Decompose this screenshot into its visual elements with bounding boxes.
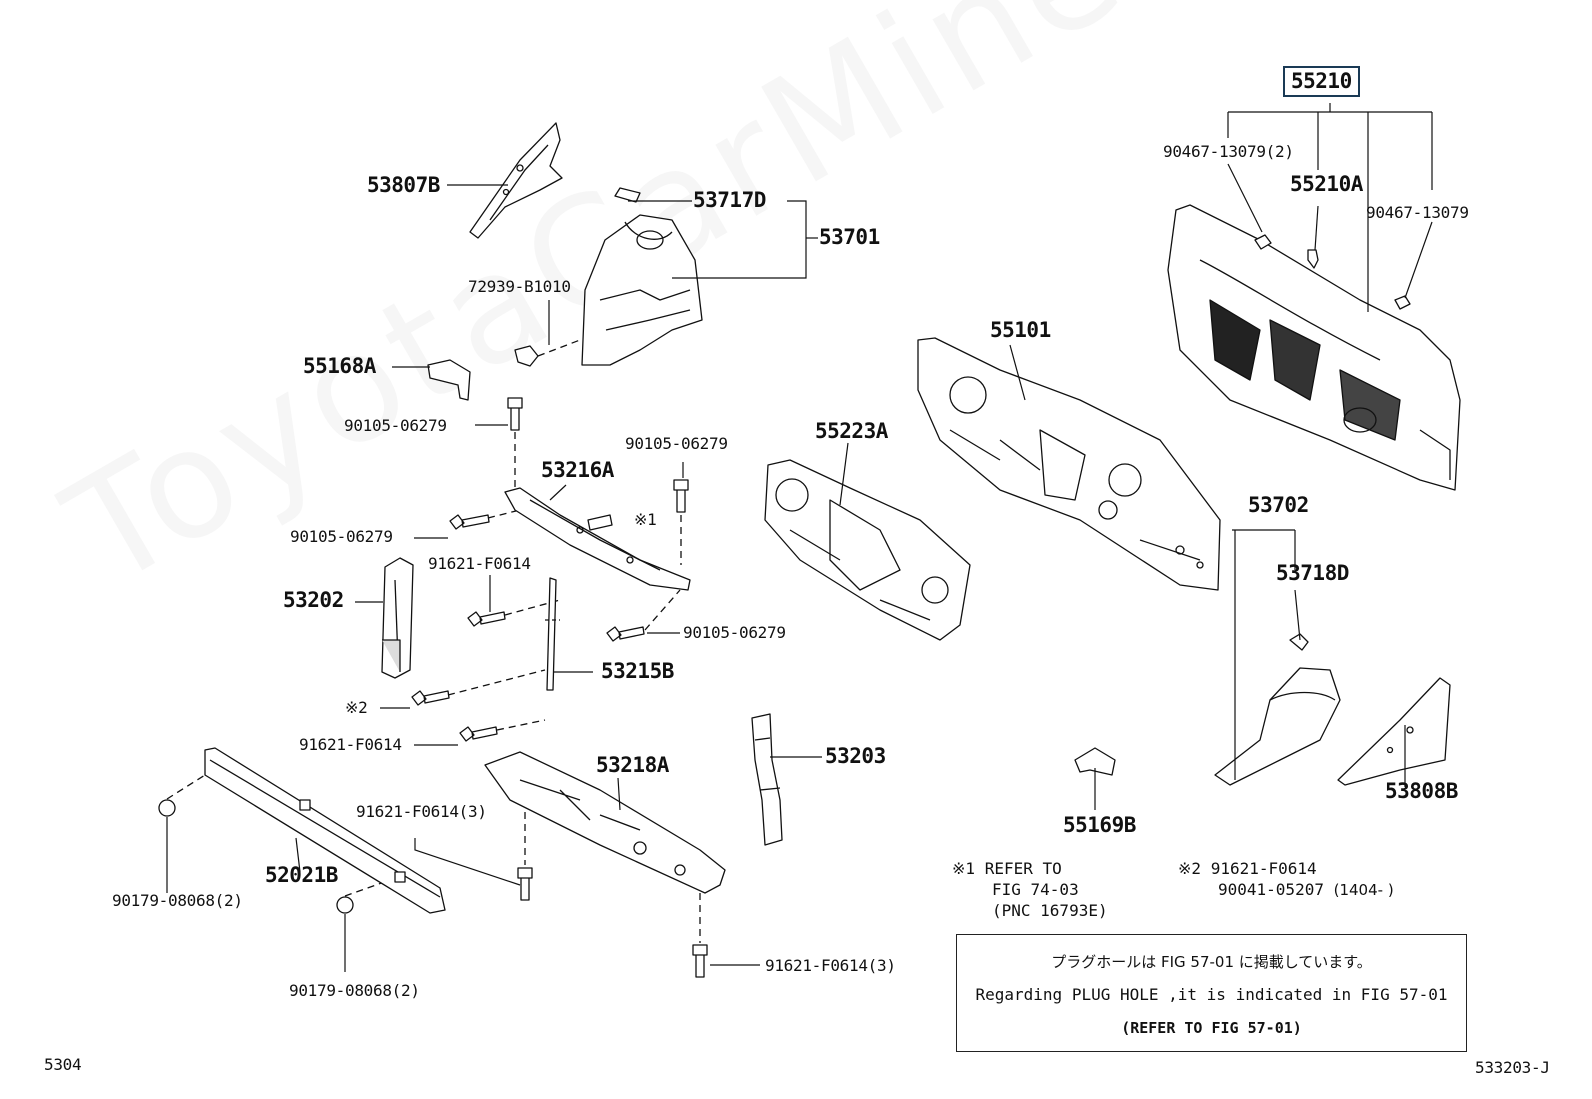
part-number-55169b[interactable]: 55169B	[1063, 813, 1136, 837]
note-2-line-1[interactable]: 91621-F0614	[1210, 859, 1317, 878]
part-number-91621-f0614-3-b[interactable]: 91621-F0614(3)	[765, 956, 896, 975]
leader-lines	[166, 103, 1433, 972]
note-1-line-3: (PNC 16793E)	[992, 901, 1108, 920]
part-number-55210[interactable]: 55210	[1283, 66, 1360, 97]
part-53203-drawing	[751, 713, 783, 846]
part-53216a-drawing	[504, 487, 691, 591]
part-number-53807b[interactable]: 53807B	[367, 173, 440, 197]
note-reference-1: ※1 REFER TO FIG 74-03 (PNC 16793E)	[952, 858, 1108, 921]
part-number-53717d[interactable]: 53717D	[693, 188, 766, 212]
part-number-53718d[interactable]: 53718D	[1276, 561, 1349, 585]
part-53218a-drawing	[484, 751, 726, 894]
part-number-90467-13079-2[interactable]: 90467-13079(2)	[1163, 142, 1294, 161]
part-53808b-drawing	[1337, 677, 1451, 786]
note-reference-2: ※2 91621-F0614 90041-05207 (1404- )	[1178, 858, 1394, 901]
part-number-90105-06279-a[interactable]: 90105-06279	[344, 416, 447, 435]
note-1-line-1: REFER TO	[984, 859, 1062, 878]
note-2-date-range: (1404- )	[1333, 881, 1394, 899]
part-55168a-drawing	[427, 359, 471, 401]
info-line-japanese: プラグホールは FIG 57-01 に掲載しています。	[1051, 953, 1372, 971]
part-53702-drawing	[1214, 633, 1341, 786]
part-number-53215b[interactable]: 53215B	[601, 659, 674, 683]
part-number-53216a[interactable]: 53216A	[541, 458, 614, 482]
part-number-53808b[interactable]: 53808B	[1385, 779, 1458, 803]
part-number-55210a[interactable]: 55210A	[1290, 172, 1363, 196]
part-number-90105-06279-b[interactable]: 90105-06279	[625, 434, 728, 453]
part-number-90179-08068-2-a[interactable]: 90179-08068(2)	[112, 891, 243, 910]
part-number-90179-08068-2-b[interactable]: 90179-08068(2)	[289, 981, 420, 1000]
note-1-mark: ※1	[952, 859, 976, 878]
part-number-55168a[interactable]: 55168A	[303, 354, 376, 378]
part-55169b-drawing	[1074, 747, 1116, 776]
part-number-90105-06279-d[interactable]: 90105-06279	[683, 623, 786, 642]
part-number-91621-f0614-3-a[interactable]: 91621-F0614(3)	[356, 802, 487, 821]
alignment-lines	[166, 432, 701, 943]
part-number-52021b[interactable]: 52021B	[265, 863, 338, 887]
note-2-mark: ※2	[1178, 859, 1202, 878]
part-53202-drawing	[381, 557, 414, 679]
note-1-line-2: FIG 74-03	[992, 880, 1079, 899]
part-number-72939-b1010[interactable]: 72939-B1010	[468, 277, 571, 296]
part-number-90105-06279-c[interactable]: 90105-06279	[290, 527, 393, 546]
part-53701-drawing	[581, 187, 703, 366]
figure-code: 533203-J	[1475, 1058, 1550, 1077]
part-number-90467-13079[interactable]: 90467-13079	[1366, 203, 1469, 222]
part-number-55101[interactable]: 55101	[990, 318, 1051, 342]
part-72939-b1010-drawing	[514, 339, 581, 367]
note-2-line-2[interactable]: 90041-05207	[1218, 880, 1324, 899]
part-number-91621-f0614-a[interactable]: 91621-F0614	[428, 554, 531, 573]
info-line-refer[interactable]: (REFER TO FIG 57-01)	[1121, 1019, 1302, 1037]
part-number-55223a[interactable]: 55223A	[815, 419, 888, 443]
part-number-53218a[interactable]: 53218A	[596, 753, 669, 777]
part-55210-drawing	[1167, 204, 1461, 491]
part-number-91621-f0614-b[interactable]: 91621-F0614	[299, 735, 402, 754]
info-line-english: Regarding PLUG HOLE ,it is indicated in …	[975, 985, 1448, 1004]
part-number-53203[interactable]: 53203	[825, 744, 886, 768]
bolt-drawings	[158, 397, 708, 978]
part-52021b-drawing	[204, 747, 446, 914]
part-55101-drawing	[917, 337, 1221, 591]
part-55223a-drawing	[764, 459, 971, 641]
reference-mark-2: ※2	[345, 698, 368, 717]
page-code: 5304	[44, 1055, 82, 1074]
part-number-53701[interactable]: 53701	[819, 225, 880, 249]
part-53807b-drawing	[469, 122, 563, 239]
part-number-53702[interactable]: 53702	[1248, 493, 1309, 517]
part-number-53202[interactable]: 53202	[283, 588, 344, 612]
plug-hole-info-box: プラグホールは FIG 57-01 に掲載しています。 Regarding PL…	[956, 934, 1467, 1052]
part-53215b-drawing	[545, 577, 560, 691]
reference-mark-1: ※1	[634, 510, 657, 529]
